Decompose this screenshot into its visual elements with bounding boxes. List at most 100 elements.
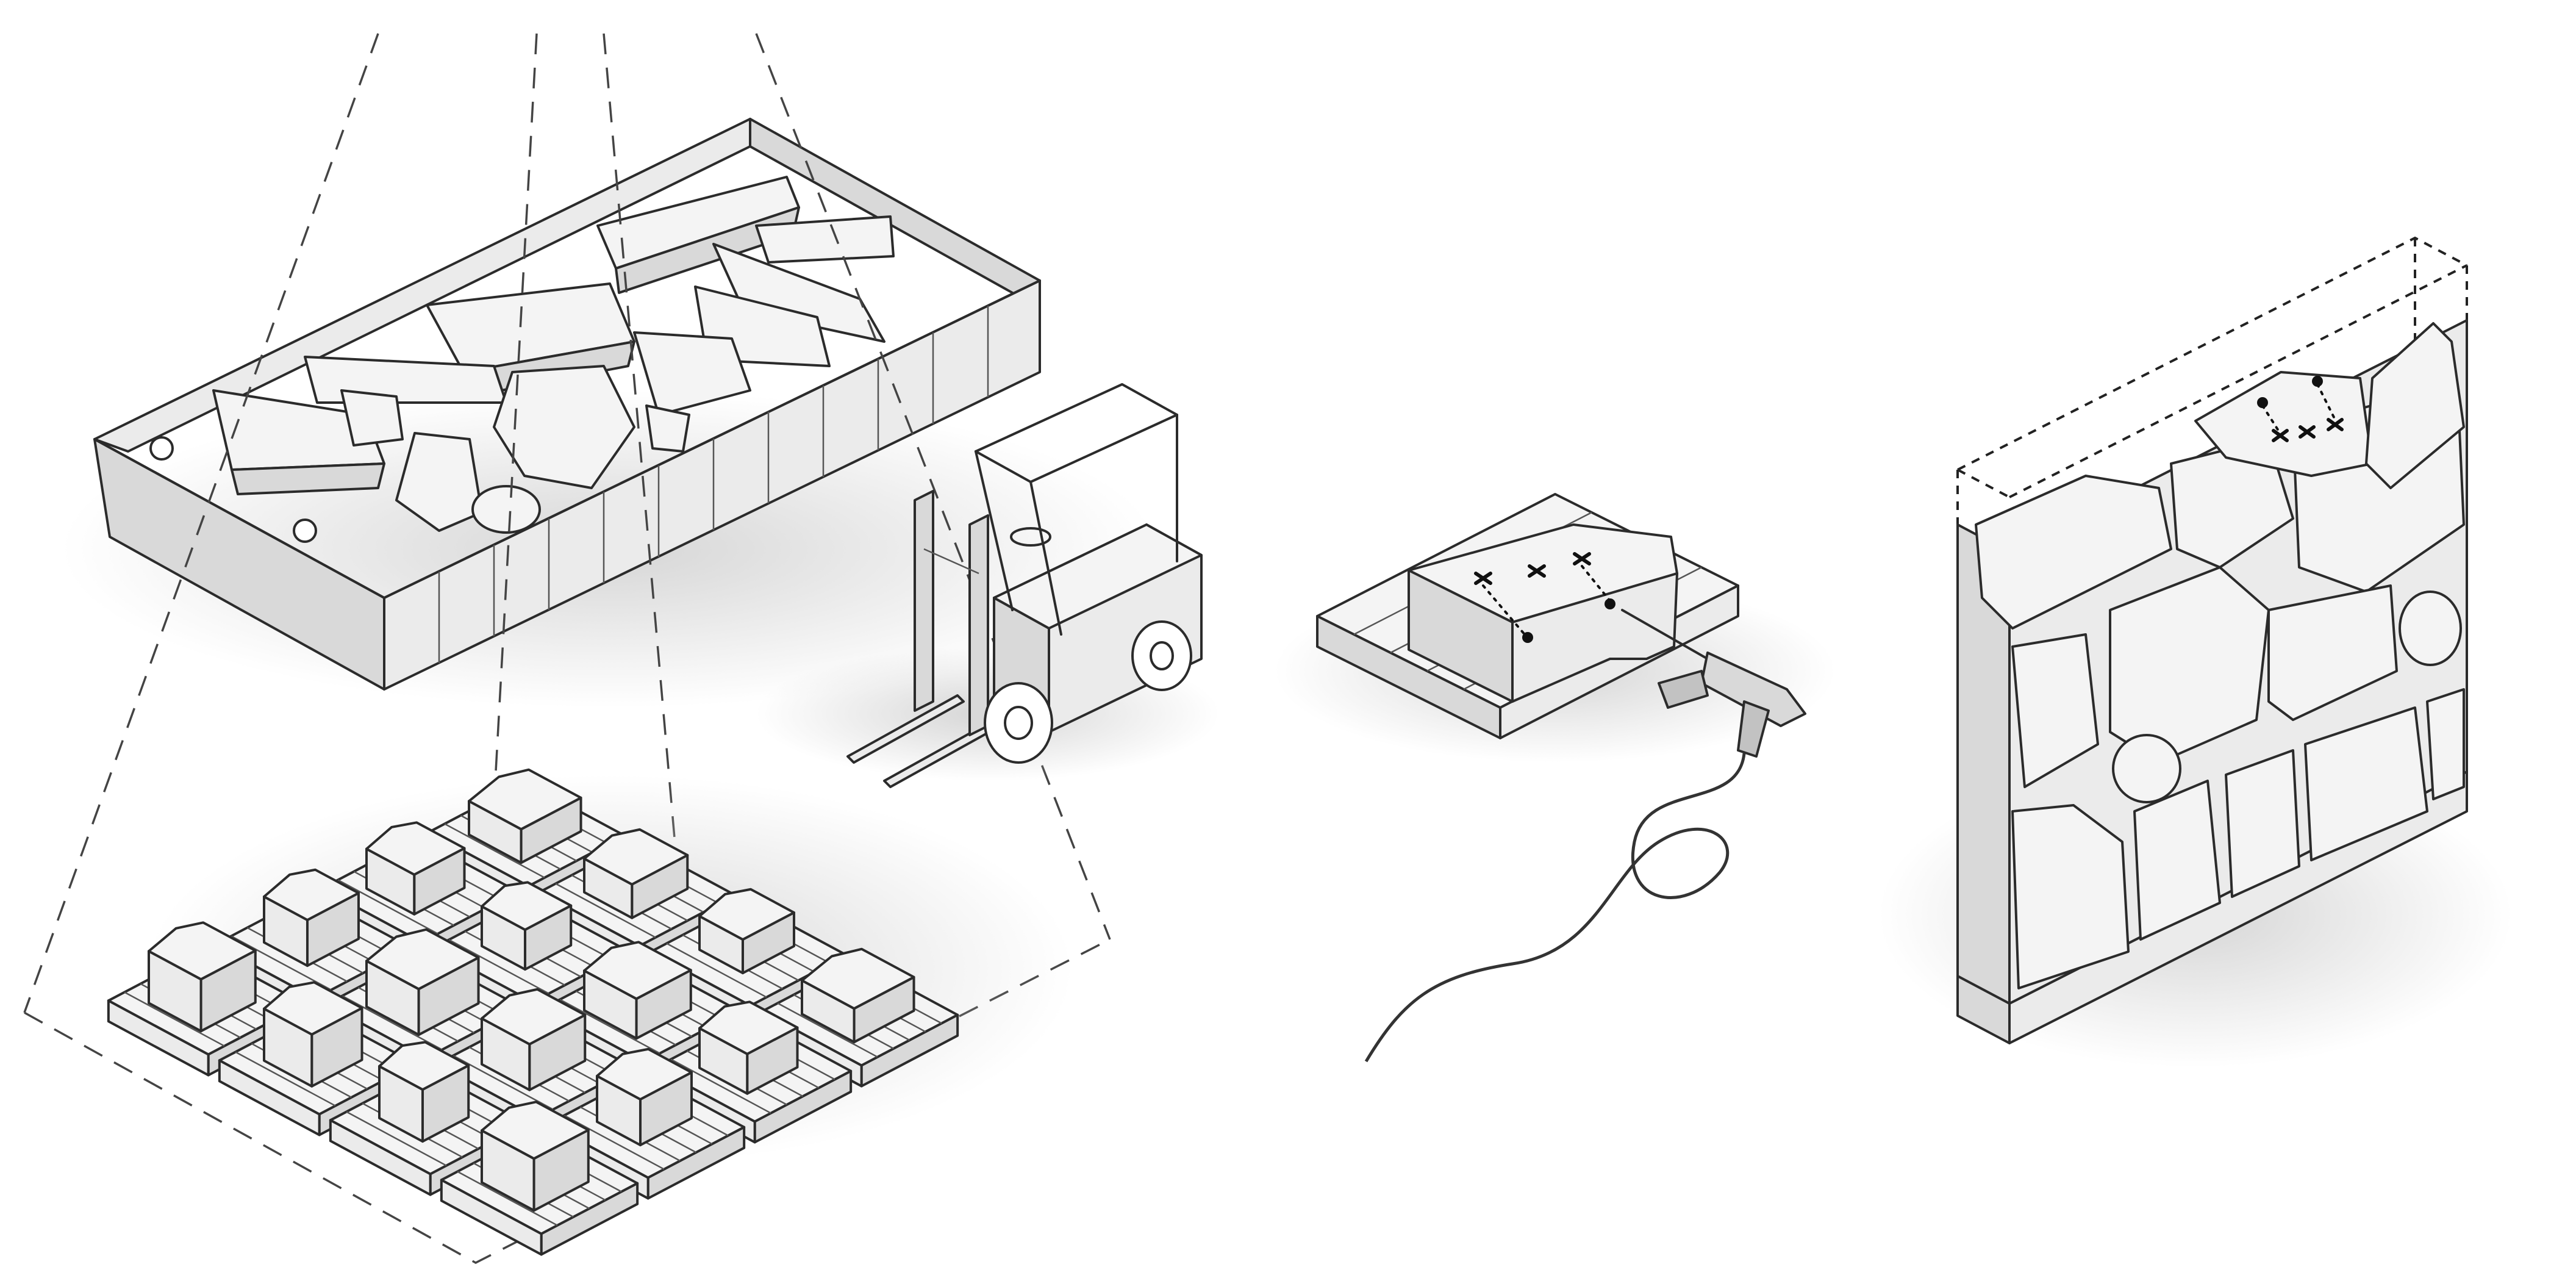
wall-stone (1975, 475, 2172, 630)
forklift-mast (914, 490, 934, 712)
wheel-hub (1150, 641, 1174, 670)
drill-line (1482, 584, 1526, 636)
drill-cable (1364, 753, 1746, 1063)
stone-top (698, 1000, 799, 1055)
wall-stone (2112, 734, 2181, 803)
stone-top (263, 868, 360, 922)
skip-container (61, 118, 1159, 708)
pallet-layout (107, 768, 1073, 1256)
pallet-slat (457, 1171, 558, 1226)
stone (755, 215, 895, 264)
container-hook (293, 519, 317, 543)
container-rim (93, 279, 1041, 599)
wall-stone (2304, 706, 2428, 861)
pallet-slat (231, 935, 332, 991)
stone (231, 462, 385, 495)
wall-stone (2109, 566, 2270, 764)
wall-stone (2133, 780, 2221, 941)
forklift-front-wheel (984, 682, 1053, 764)
pallet-slat (777, 1002, 878, 1058)
stone (340, 389, 404, 447)
container-back-wall-left (93, 118, 751, 453)
drill-hole (2312, 376, 2323, 387)
forklift-mast (968, 514, 989, 736)
stone-top (365, 821, 466, 876)
stone (471, 485, 541, 534)
stone-block-right (1511, 572, 1678, 703)
forklift-cab-post (975, 450, 1014, 611)
cross-mark (1474, 572, 1492, 585)
fork-blade (846, 694, 965, 764)
wall-stone (2011, 804, 2130, 989)
pallet-slat (670, 1058, 771, 1114)
wall-stone (2011, 633, 2099, 788)
forklift (756, 383, 1220, 788)
pallet-slat (564, 1115, 665, 1170)
stone (645, 404, 690, 453)
pallet-slat (555, 883, 656, 938)
forklift-body-top (993, 523, 1203, 630)
pallet-slat (235, 1051, 336, 1107)
drill-line (2316, 383, 2337, 422)
pallet-slat (337, 879, 438, 935)
stone-top (481, 881, 573, 932)
pallet-slat (453, 1055, 554, 1110)
wall-stone (2426, 688, 2465, 800)
cross-mark (2272, 429, 2289, 442)
stone (493, 365, 635, 489)
cross-mark (2299, 425, 2316, 439)
wall-capstone (2194, 322, 2465, 489)
drill-marks (1474, 552, 1615, 643)
container-hook (149, 436, 174, 461)
cross-mark (1528, 564, 1546, 578)
stone-top (481, 1100, 590, 1160)
drill-tool (1364, 609, 1806, 1063)
pallet-with-stone (440, 1100, 639, 1256)
pallet-slat (559, 999, 660, 1054)
pallet-slat (666, 942, 767, 998)
pallet-with-stone (107, 921, 306, 1077)
pallet-slat (124, 991, 225, 1047)
pallet-with-stone (546, 1047, 746, 1200)
cross-mark (1573, 552, 1591, 565)
drill-hole (1605, 598, 1615, 609)
forklift-roof (975, 414, 1178, 483)
wall-stone (2399, 591, 2462, 666)
wall-stone (2365, 322, 2465, 489)
stone-top (365, 928, 480, 991)
stone-top (801, 947, 915, 1010)
stone (395, 432, 483, 532)
container-stones (212, 176, 895, 534)
forklift-cab-frame (975, 383, 1178, 562)
drilling-station (1275, 493, 1836, 1063)
wall-stone (2267, 584, 2398, 721)
pallet-slat (444, 823, 545, 878)
forklift-cab-post (1029, 481, 1062, 636)
drill-bit (1621, 609, 1709, 660)
pallet-grid (107, 768, 959, 1256)
drill-grip (1737, 700, 1770, 758)
stone-top (583, 828, 689, 886)
stone (712, 243, 886, 343)
stone-top (148, 921, 257, 981)
drill-handle (1658, 670, 1709, 709)
stone (633, 331, 751, 416)
stone-top (596, 1047, 693, 1101)
stone-wall (1878, 236, 2513, 1068)
drill-line (2261, 404, 2282, 436)
forklift-rear-wheel (1131, 620, 1192, 691)
stone-top (468, 768, 582, 831)
mast-crossbar (923, 548, 979, 575)
container-ribs (438, 306, 989, 663)
stone-top (378, 1041, 470, 1091)
steering-wheel (1010, 527, 1051, 547)
pallet-slat (448, 939, 549, 994)
pallet-slat (346, 1111, 447, 1166)
stone-top (263, 981, 363, 1036)
cross-mark (2327, 418, 2344, 431)
drill-hole (1522, 632, 1533, 643)
stone-top (698, 888, 795, 941)
stone-top (583, 941, 692, 1000)
